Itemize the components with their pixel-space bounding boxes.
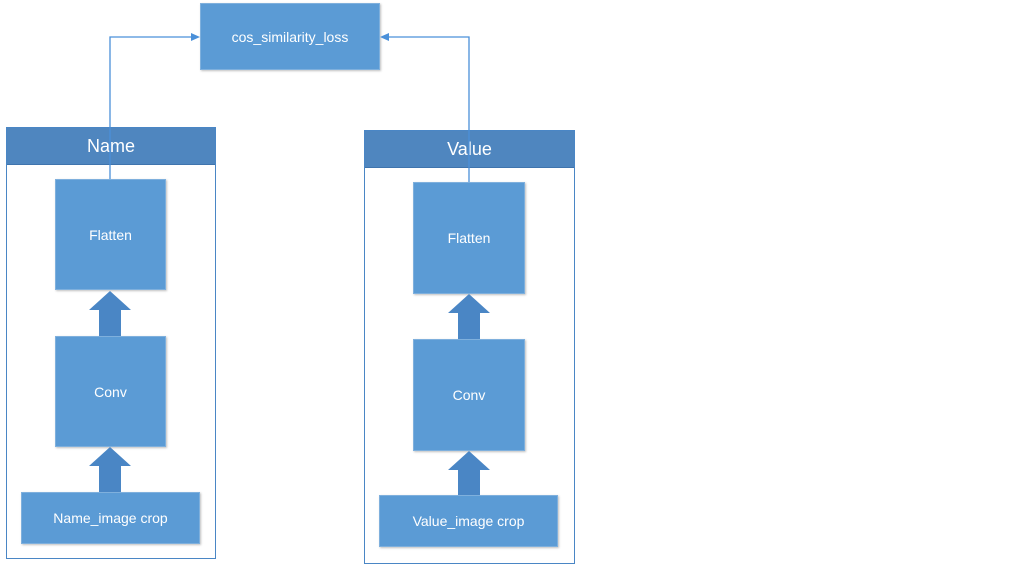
name-group-title: Name [86, 135, 135, 156]
value-group-title: Value [447, 138, 492, 159]
name-flatten-block: Flatten [55, 179, 166, 290]
value-conv-label: Conv [452, 387, 486, 403]
value-input-block: Value_image crop [379, 495, 558, 547]
value-conv-block: Conv [413, 339, 525, 451]
name-input-block: Name_image crop [21, 492, 200, 544]
value-group-header: Value [365, 131, 574, 168]
name-conv-block: Conv [55, 336, 166, 447]
value-flatten-block: Flatten [413, 182, 525, 294]
name-conv-label: Conv [94, 383, 127, 400]
name-input-label: Name_image crop [53, 510, 168, 526]
name-flatten-label: Flatten [89, 226, 132, 243]
value-connector-arrowhead [380, 33, 389, 41]
value-input-label: Value_image crop [412, 513, 525, 529]
cos-similarity-loss-node: cos_similarity_loss [200, 3, 380, 70]
name-group-header: Name [7, 128, 215, 165]
value-flatten-label: Flatten [447, 230, 491, 246]
loss-label: cos_similarity_loss [231, 28, 349, 45]
name-connector-arrowhead [191, 33, 200, 41]
